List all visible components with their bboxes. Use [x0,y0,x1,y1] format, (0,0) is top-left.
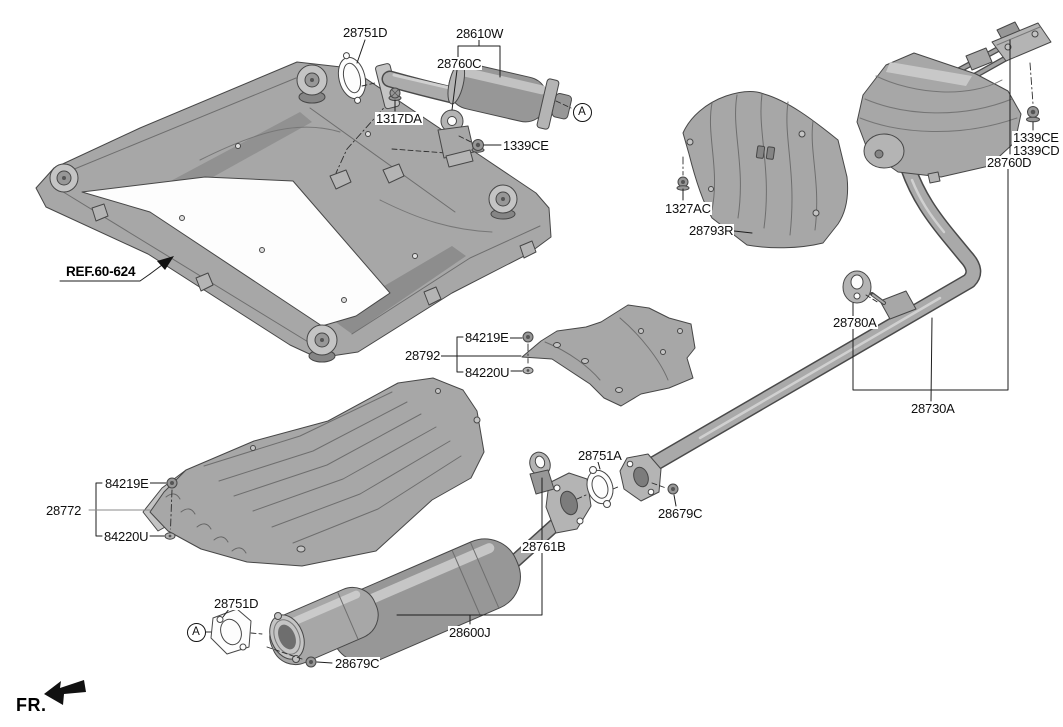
part-label-84220U[interactable]: 84220U [103,529,150,544]
part-label-1339CE[interactable]: 1339CE [1012,130,1060,145]
part-label-28793R[interactable]: 28793R [688,223,735,238]
part-label-28760C[interactable]: 28760C [436,56,483,71]
part-label-28772[interactable]: 28772 [45,503,83,518]
part-label-28600J[interactable]: 28600J [448,625,492,640]
part-label-28751A[interactable]: 28751A [577,448,623,463]
part-label-28792[interactable]: 28792 [404,348,442,363]
part-label-28780A[interactable]: 28780A [832,315,878,330]
part-label-28761B[interactable]: 28761B [521,539,567,554]
part-label-28751D[interactable]: 28751D [213,596,260,611]
center-muffler-drawing [205,451,679,668]
part-label-28751D[interactable]: 28751D [342,25,389,40]
part-label-28610W[interactable]: 28610W [455,26,505,41]
fr-label: FR. [16,695,47,715]
part-label-84219E[interactable]: 84219E [104,476,150,491]
section-marker-A[interactable]: A [572,102,592,122]
part-label-1339CE[interactable]: 1339CE [502,138,550,153]
heat-shield-28792-drawing [521,304,696,407]
reference-link[interactable]: REF.60-624 [66,264,136,279]
section-marker-A[interactable]: A [186,622,206,642]
ref-arrow [59,256,174,282]
part-label-28760D[interactable]: 28760D [986,155,1033,170]
part-label-1327AC[interactable]: 1327AC [664,201,712,216]
heat-shield-28772-drawing [142,377,485,567]
part-label-28730A[interactable]: 28730A [910,401,956,416]
part-label-28679C[interactable]: 28679C [657,506,704,521]
part-label-1317DA[interactable]: 1317DA [375,111,423,126]
front-pipe-catalytic-drawing [337,52,573,168]
tail-pipe-drawing [632,160,982,480]
part-label-1339CD[interactable]: 1339CD [1012,143,1061,158]
heat-shield-28793R-drawing [676,91,849,249]
fr-direction-arrow [44,680,86,705]
part-label-84220U[interactable]: 84220U [464,365,511,380]
part-label-28679C[interactable]: 28679C [334,656,381,671]
front-subframe-drawing [35,61,552,363]
rear-muffler-drawing [842,21,1052,320]
part-label-84219E[interactable]: 84219E [464,330,510,345]
